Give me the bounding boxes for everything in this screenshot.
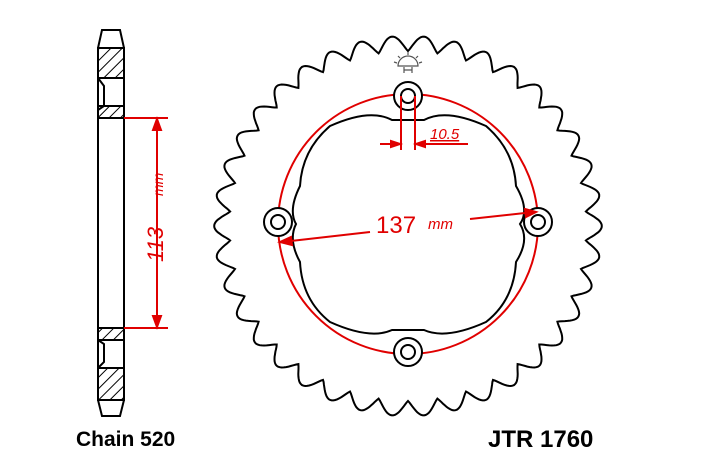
sun-symbol-icon (393, 52, 423, 73)
sprocket-teeth-outline (213, 35, 603, 417)
center-cutout (291, 114, 526, 335)
bolt-circle-dimension (276, 207, 539, 247)
height-unit: mm (150, 172, 166, 196)
height-dimension (124, 116, 168, 330)
chain-label: Chain 520 (76, 428, 176, 451)
bolt-circle-value: 137 (376, 212, 416, 239)
part-number: JTR 1760 (488, 426, 594, 453)
hole-diameter-value: 10.5 (430, 126, 460, 143)
height-value: 113 (143, 226, 168, 262)
hole-dimension (380, 96, 468, 150)
bolt-circle-unit: mm (428, 216, 453, 233)
side-profile (97, 29, 125, 417)
